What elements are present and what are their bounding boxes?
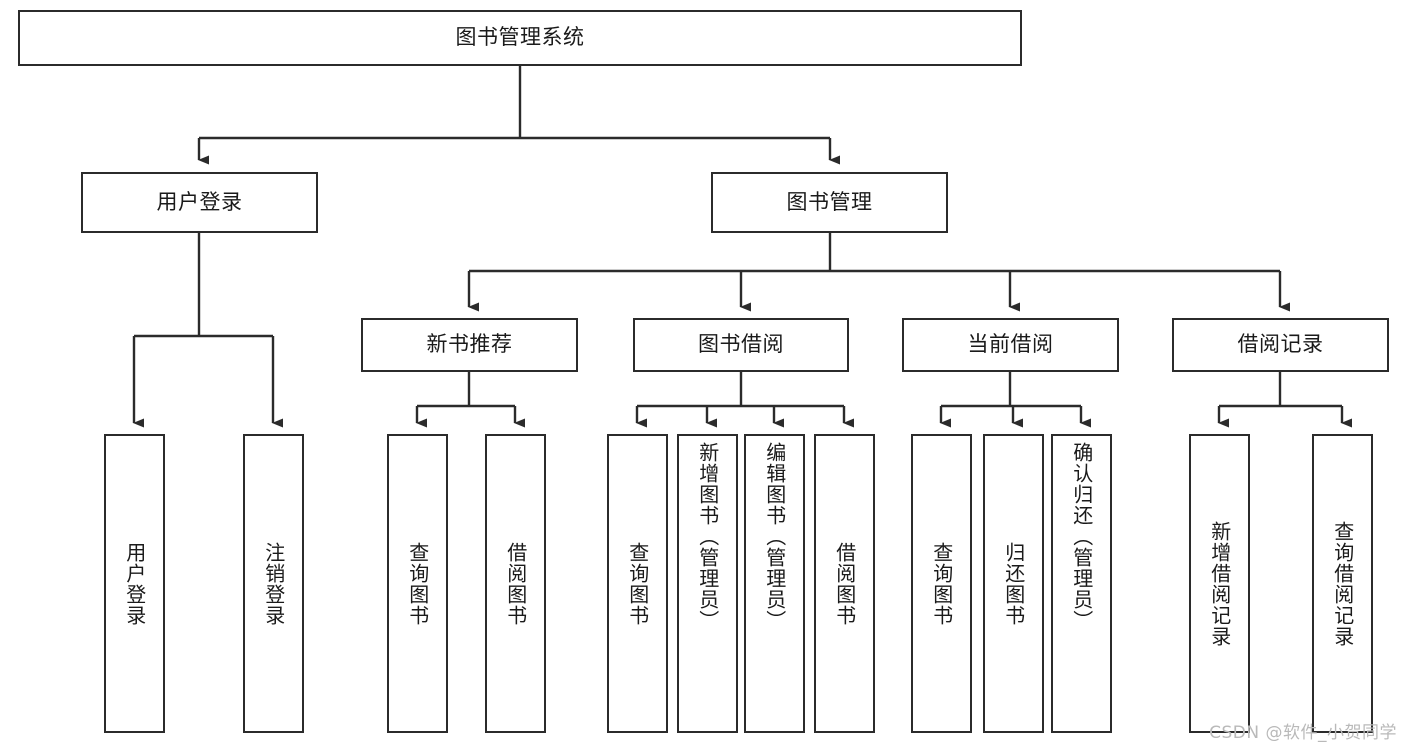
node-user-login[interactable]: 用户登录 <box>81 172 318 233</box>
node-new-book-recommend[interactable]: 新书推荐 <box>361 318 578 372</box>
node-leaf-query-book-3[interactable]: 查询图书 <box>911 434 972 733</box>
node-leaf-user-login[interactable]: 用户登录 <box>104 434 165 733</box>
node-leaf-logout[interactable]: 注销登录 <box>243 434 304 733</box>
edges-newbook-to-leaves <box>415 372 525 428</box>
node-leaf-logout-label: 注销登录 <box>261 541 286 626</box>
node-root[interactable]: 图书管理系统 <box>18 10 1022 66</box>
node-borrow-record[interactable]: 借阅记录 <box>1172 318 1389 372</box>
edges-currentborrow-to-leaves <box>939 372 1091 428</box>
node-leaf-confirm-return[interactable]: 确认归还（管理员） <box>1051 434 1112 733</box>
node-borrow-record-label: 借阅记录 <box>1237 332 1324 357</box>
node-leaf-query-book-1-label: 查询图书 <box>405 541 430 626</box>
node-leaf-query-record-label: 查询借阅记录 <box>1330 520 1355 647</box>
node-new-book-recommend-label: 新书推荐 <box>426 332 513 357</box>
node-leaf-query-book-1[interactable]: 查询图书 <box>387 434 448 733</box>
node-leaf-borrow-book-1-label: 借阅图书 <box>503 541 528 626</box>
node-root-label: 图书管理系统 <box>455 25 585 50</box>
node-leaf-add-record[interactable]: 新增借阅记录 <box>1189 434 1250 733</box>
node-leaf-query-book-2-label: 查询图书 <box>625 541 650 626</box>
node-leaf-add-book-label: 新增图书（管理员） <box>695 442 720 631</box>
node-current-borrow[interactable]: 当前借阅 <box>902 318 1119 372</box>
node-user-login-label: 用户登录 <box>156 189 243 214</box>
edges-borrowrecord-to-leaves <box>1217 372 1352 428</box>
csdn-watermark: CSDN @软件_小贺同学 <box>1209 723 1397 743</box>
node-leaf-add-book[interactable]: 新增图书（管理员） <box>677 434 738 733</box>
node-leaf-query-record[interactable]: 查询借阅记录 <box>1312 434 1373 733</box>
node-leaf-return-book[interactable]: 归还图书 <box>983 434 1044 733</box>
node-book-manage[interactable]: 图书管理 <box>711 172 948 233</box>
node-leaf-query-book-2[interactable]: 查询图书 <box>607 434 668 733</box>
node-current-borrow-label: 当前借阅 <box>967 332 1054 357</box>
node-leaf-edit-book-label: 编辑图书（管理员） <box>762 442 787 631</box>
node-book-manage-label: 图书管理 <box>786 189 873 214</box>
edges-bookborrow-to-leaves <box>635 372 854 428</box>
node-leaf-return-book-label: 归还图书 <box>1001 541 1026 626</box>
node-leaf-add-record-label: 新增借阅记录 <box>1207 520 1232 647</box>
edges-bookmanage-to-level3 <box>467 233 1290 312</box>
node-leaf-borrow-book-2[interactable]: 借阅图书 <box>814 434 875 733</box>
node-leaf-edit-book[interactable]: 编辑图书（管理员） <box>744 434 805 733</box>
node-leaf-user-login-label: 用户登录 <box>122 541 147 626</box>
edges-root-to-level2 <box>197 66 840 165</box>
node-leaf-query-book-3-label: 查询图书 <box>929 541 954 626</box>
node-book-borrow-label: 图书借阅 <box>698 332 784 357</box>
node-leaf-borrow-book-2-label: 借阅图书 <box>832 541 857 626</box>
node-book-borrow[interactable]: 图书借阅 <box>633 318 849 372</box>
edges-userlogin-to-leaves <box>132 233 283 428</box>
node-leaf-borrow-book-1[interactable]: 借阅图书 <box>485 434 546 733</box>
node-leaf-confirm-return-label: 确认归还（管理员） <box>1069 442 1094 631</box>
